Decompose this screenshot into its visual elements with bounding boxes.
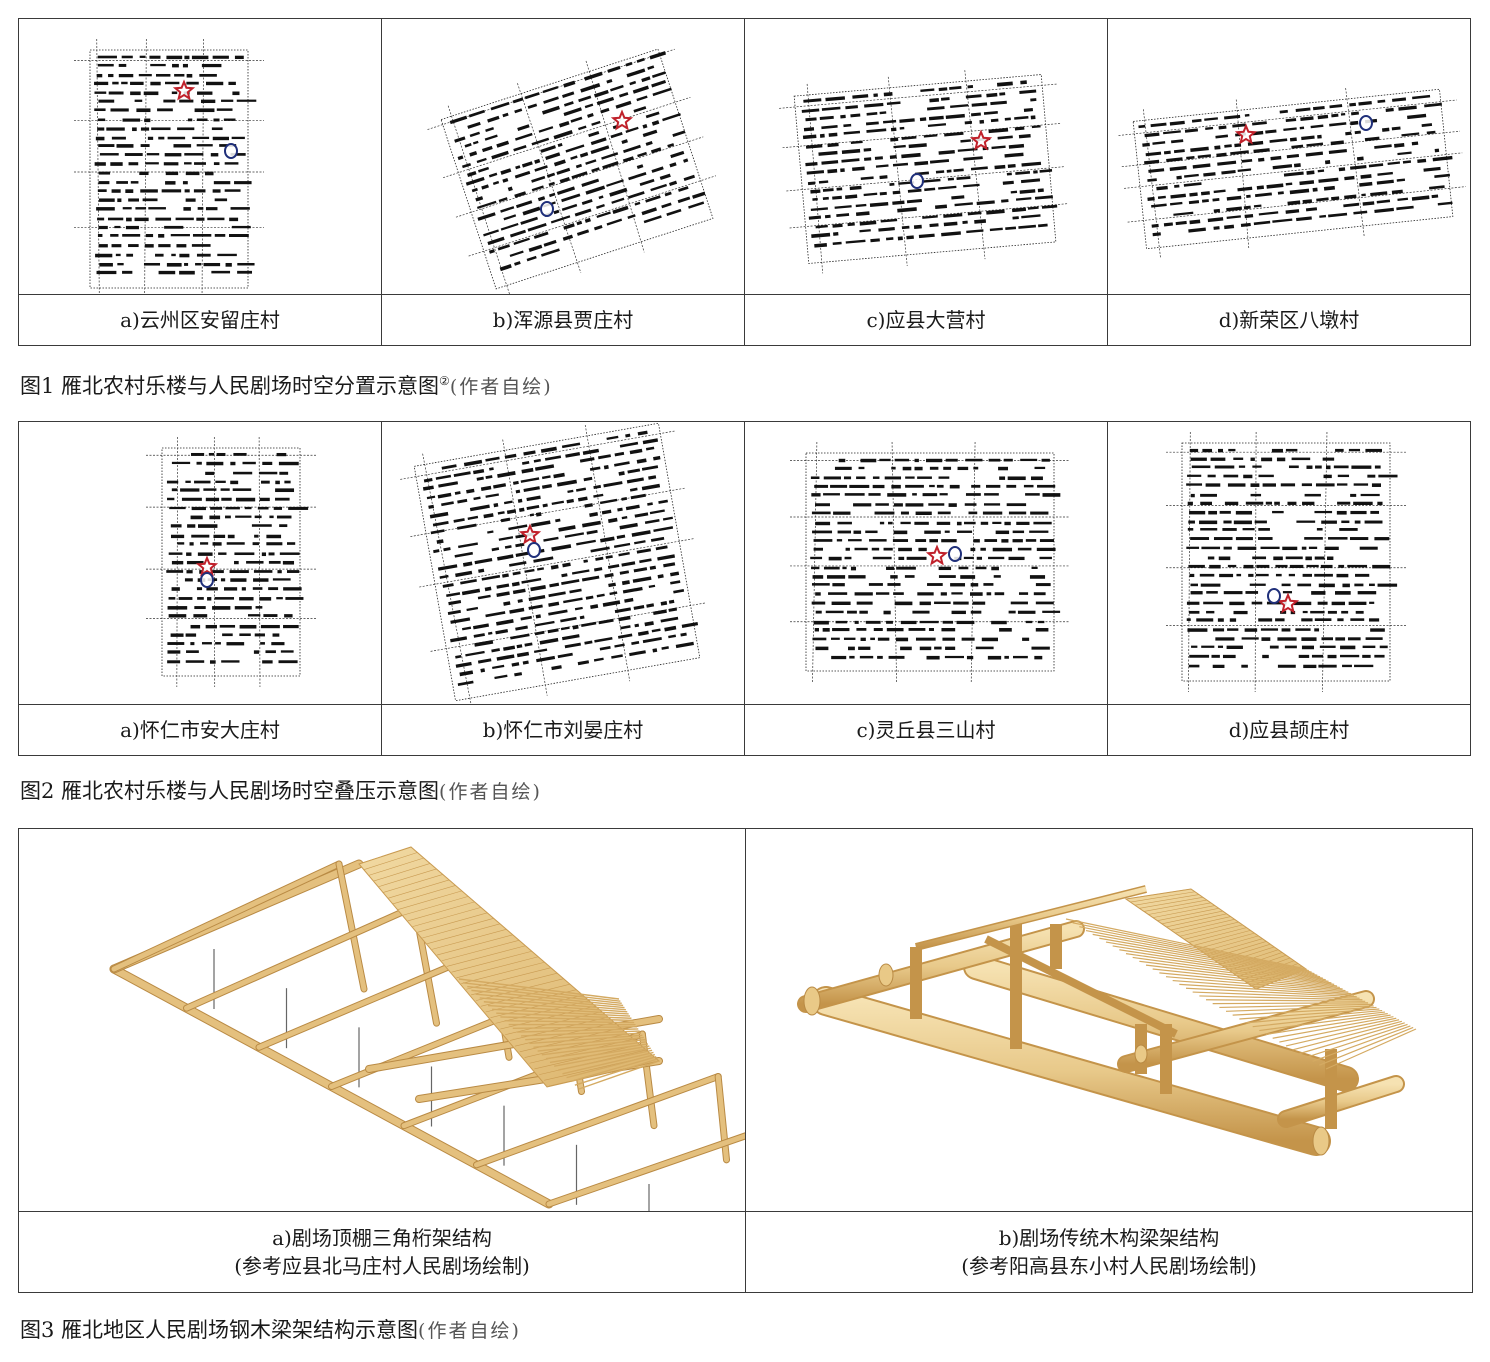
circle-icon: [200, 572, 214, 588]
panel-label: b)剧场传统木构梁架结构 (参考阳高县东小村人民剧场绘制): [745, 1211, 1473, 1293]
panel-label: a)怀仁市安大庄村: [18, 704, 382, 756]
timber-beam-roof-illustration: [745, 828, 1473, 1212]
circle-icon: [527, 542, 541, 558]
circle-icon: [948, 546, 962, 562]
village-map-plan: [1166, 431, 1406, 693]
village-map-plan: [790, 441, 1070, 683]
village-map-plan: [400, 422, 707, 704]
figure-2-table: a)怀仁市安大庄村 b)怀仁市刘晏庄村 c)灵丘县三山村 d)应县颉庄村: [18, 421, 1471, 756]
caption-note: (作者自绘): [439, 781, 542, 803]
caption-text: 图2 雁北农村乐楼与人民剧场时空叠压示意图: [20, 779, 440, 803]
footnote-mark[interactable]: ②: [439, 374, 450, 388]
circle-icon: [910, 173, 924, 189]
village-map-d: [1107, 421, 1471, 705]
figure-2-caption: 图2 雁北农村乐楼与人民剧场时空叠压示意图(作者自绘): [20, 777, 542, 806]
figure-3-table: a)剧场顶棚三角桁架结构 (参考应县北马庄村人民剧场绘制) b)剧场传统木构梁架…: [18, 828, 1473, 1293]
truss-roof-illustration: [18, 828, 746, 1212]
star-icon: [1234, 123, 1258, 145]
panel-label: c)灵丘县三山村: [744, 704, 1108, 756]
figure-1-table: a)云州区安留庄村 b)浑源县贾庄村 c)应县大营村 d)新荣区八墩村: [18, 18, 1471, 346]
circle-icon: [224, 143, 238, 159]
star-icon: [969, 129, 993, 151]
star-icon: [518, 523, 542, 545]
village-map-plan: [74, 38, 264, 294]
circle-icon: [540, 201, 554, 217]
village-map-c: [744, 421, 1108, 705]
panel-subtitle: (参考应县北马庄村人民剧场绘制): [234, 1254, 530, 1278]
panel-label: a)云州区安留庄村: [18, 294, 382, 346]
star-icon: [195, 555, 219, 577]
star-icon: [172, 79, 196, 101]
caption-note: (作者自绘): [418, 1320, 521, 1342]
village-map-plan: [427, 48, 716, 294]
panel-label: d)新荣区八墩村: [1107, 294, 1471, 346]
panel-title: a)剧场顶棚三角桁架结构: [272, 1226, 492, 1250]
village-map-a: [18, 18, 382, 295]
village-map-d: [1107, 18, 1471, 295]
beam-frame: [797, 885, 1405, 1156]
figure-1-caption: 图1 雁北农村乐楼与人民剧场时空分置示意图②(作者自绘): [20, 367, 553, 401]
panel-subtitle: (参考阳高县东小村人民剧场绘制): [961, 1254, 1257, 1278]
village-map-plan: [779, 70, 1069, 274]
caption-note: (作者自绘): [449, 376, 553, 398]
roof-boards: [1065, 888, 1417, 1070]
figure-3-caption: 图3 雁北地区人民剧场钢木梁架结构示意图(作者自绘): [20, 1316, 521, 1345]
circle-icon: [1359, 115, 1373, 131]
triangular-truss-roof-drawing: [109, 846, 745, 1211]
village-map-plan: [146, 436, 316, 688]
panel-title: b)剧场传统木构梁架结构: [998, 1226, 1220, 1250]
circle-icon: [1267, 588, 1281, 604]
panel-label: b)怀仁市刘晏庄村: [381, 704, 745, 756]
village-map-a: [18, 421, 382, 705]
village-map-plan: [1118, 88, 1466, 259]
panel-label: b)浑源县贾庄村: [381, 294, 745, 346]
panel-label: d)应县颉庄村: [1107, 704, 1471, 756]
village-map-b: [381, 18, 745, 295]
village-map-c: [744, 18, 1108, 295]
star-icon: [925, 544, 949, 566]
panel-label: c)应县大营村: [744, 294, 1108, 346]
roof-boards: [358, 846, 661, 1090]
traditional-timber-beam-drawing: [797, 885, 1417, 1156]
star-icon: [610, 109, 634, 131]
panel-label: a)剧场顶棚三角桁架结构 (参考应县北马庄村人民剧场绘制): [18, 1211, 746, 1293]
village-map-b: [381, 421, 745, 705]
truss-frame: [109, 859, 745, 1211]
star-icon: [1276, 592, 1300, 614]
caption-text: 图1 雁北农村乐楼与人民剧场时空分置示意图: [20, 374, 440, 398]
caption-text: 图3 雁北地区人民剧场钢木梁架结构示意图: [20, 1318, 419, 1342]
